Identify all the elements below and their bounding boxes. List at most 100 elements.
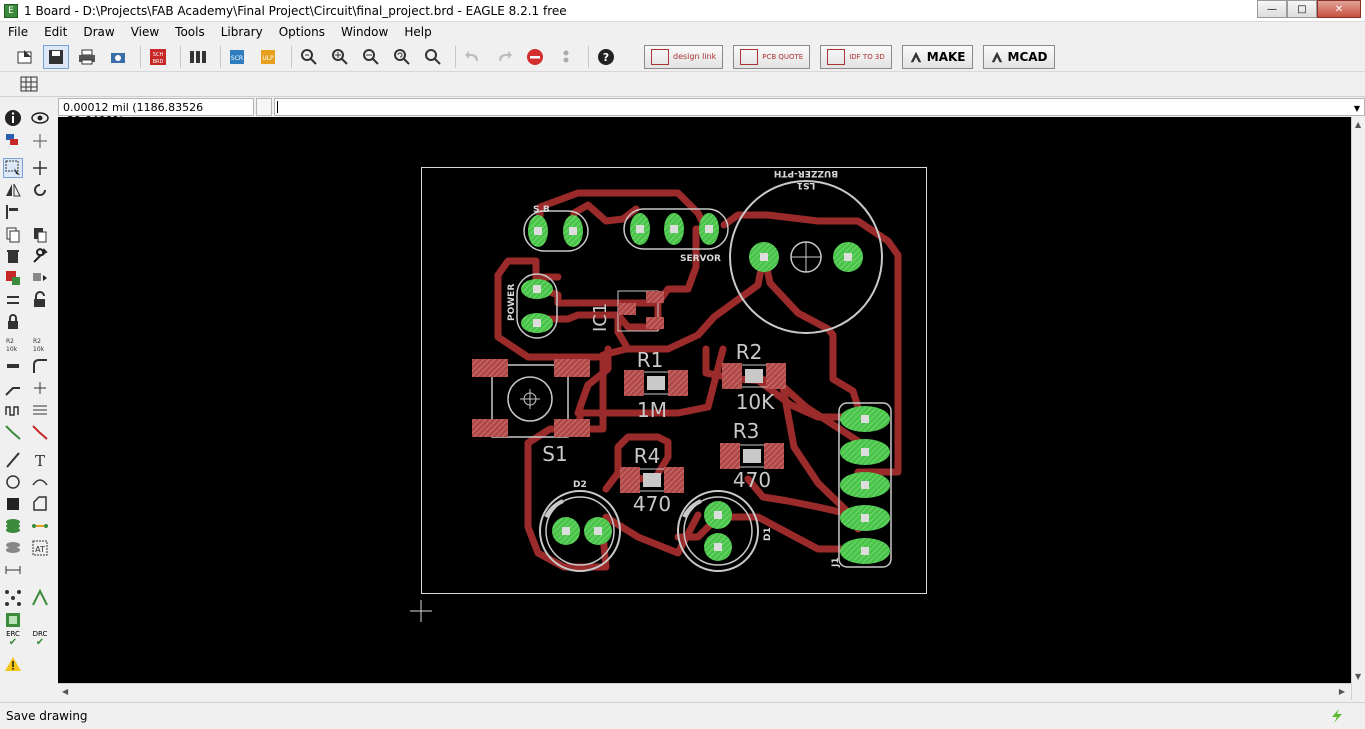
- maximize-button[interactable]: □: [1287, 0, 1317, 18]
- drc-button[interactable]: DRC✔: [30, 629, 50, 649]
- design-link-button[interactable]: design link: [644, 44, 724, 69]
- replace-button[interactable]: [30, 268, 50, 288]
- grid-button[interactable]: [16, 72, 42, 96]
- zoom-in-button[interactable]: [327, 45, 353, 69]
- menu-options[interactable]: Options: [278, 25, 326, 39]
- erc-button[interactable]: ERC✔: [3, 629, 23, 649]
- auto-button[interactable]: [3, 610, 23, 630]
- add-button[interactable]: [3, 268, 23, 288]
- paste-button[interactable]: [30, 224, 50, 244]
- arc-button[interactable]: [30, 472, 50, 492]
- menu-tools[interactable]: Tools: [175, 25, 205, 39]
- route-button[interactable]: [3, 422, 23, 442]
- close-button[interactable]: ✕: [1317, 0, 1361, 18]
- miter-button[interactable]: [30, 356, 50, 376]
- wire-button[interactable]: [3, 450, 23, 470]
- stop-button[interactable]: [522, 45, 548, 69]
- zoom-out-button[interactable]: [358, 45, 384, 69]
- scroll-down-icon[interactable]: ▼: [1355, 672, 1362, 681]
- display-button[interactable]: [3, 131, 23, 151]
- j1-component[interactable]: J1: [831, 402, 892, 568]
- script-button[interactable]: SCR: [225, 45, 251, 69]
- rotate-button[interactable]: [30, 180, 50, 200]
- via-button[interactable]: [3, 516, 23, 536]
- circle-button[interactable]: [3, 472, 23, 492]
- buzzer-component[interactable]: BUZZER-PTH LS1: [729, 168, 883, 334]
- sb-component[interactable]: S.B: [523, 205, 589, 252]
- change-button[interactable]: [30, 246, 50, 266]
- idf-button[interactable]: IDF TO 3D: [820, 44, 892, 69]
- library-button[interactable]: [185, 45, 211, 69]
- undo-button[interactable]: [460, 45, 486, 69]
- select-button[interactable]: [3, 158, 23, 178]
- s1-component[interactable]: S1: [472, 359, 590, 466]
- r2-component[interactable]: R2 10K: [722, 340, 786, 414]
- lock-unlock-button[interactable]: [30, 290, 50, 310]
- menu-window[interactable]: Window: [341, 25, 389, 39]
- scroll-left-icon[interactable]: ◀: [62, 687, 69, 696]
- menu-file[interactable]: File: [8, 25, 29, 39]
- menu-draw[interactable]: Draw: [83, 25, 115, 39]
- r4-component[interactable]: R4 470: [620, 444, 684, 516]
- ic1-component[interactable]: IC1: [590, 290, 664, 332]
- text-button[interactable]: T: [30, 450, 50, 470]
- scroll-up-icon[interactable]: ▲: [1355, 120, 1362, 129]
- d1-component[interactable]: D1: [677, 490, 773, 572]
- zoom-select-button[interactable]: [420, 45, 446, 69]
- pcb-quote-button[interactable]: PCB QUOTE: [733, 44, 811, 69]
- ratsnest-button[interactable]: [3, 588, 23, 608]
- delete-button[interactable]: [3, 246, 23, 266]
- lines-button[interactable]: [30, 400, 50, 420]
- polygon-button[interactable]: [30, 494, 50, 514]
- ripup-button[interactable]: [30, 422, 50, 442]
- signal-button[interactable]: [30, 516, 50, 536]
- vertical-scrollbar[interactable]: ▲ ▼: [1351, 117, 1365, 700]
- autorouter-button[interactable]: [30, 588, 50, 608]
- help-button[interactable]: ?: [593, 45, 619, 69]
- hole-button[interactable]: [3, 538, 23, 558]
- make-button[interactable]: MAKE: [901, 44, 973, 69]
- d2-component[interactable]: D2: [539, 480, 621, 572]
- save-button[interactable]: [43, 44, 69, 69]
- minimize-button[interactable]: —: [1257, 0, 1287, 18]
- move-button[interactable]: [30, 158, 50, 178]
- optimize-button[interactable]: [30, 378, 50, 398]
- menu-view[interactable]: View: [130, 25, 160, 39]
- zoom-fit-button[interactable]: [296, 45, 322, 69]
- horizontal-scrollbar[interactable]: ◀ ▶: [58, 683, 1351, 700]
- lock-button[interactable]: [3, 312, 23, 332]
- power-component[interactable]: POWER: [507, 273, 558, 339]
- print-button[interactable]: [74, 45, 100, 69]
- info-button[interactable]: [3, 108, 23, 128]
- meander-button[interactable]: [3, 400, 23, 420]
- open-button[interactable]: [12, 45, 38, 69]
- redo-button[interactable]: [491, 45, 517, 69]
- copy-button[interactable]: [3, 224, 23, 244]
- mcad-button[interactable]: MCAD: [982, 44, 1055, 69]
- smash-button[interactable]: [3, 356, 23, 376]
- rect-button[interactable]: [3, 494, 23, 514]
- menu-help[interactable]: Help: [404, 25, 432, 39]
- split-button[interactable]: [3, 378, 23, 398]
- mark-button[interactable]: [30, 131, 50, 151]
- zoom-redraw-button[interactable]: [389, 45, 415, 69]
- r1-component[interactable]: R1 1M: [624, 348, 688, 422]
- r3-component[interactable]: R3 470: [720, 419, 784, 492]
- menu-library[interactable]: Library: [220, 25, 263, 39]
- mirror-button[interactable]: [3, 180, 23, 200]
- errors-button[interactable]: [3, 654, 23, 674]
- scroll-right-icon[interactable]: ▶: [1338, 687, 1345, 696]
- show-button[interactable]: [30, 108, 50, 128]
- align-button[interactable]: [3, 202, 23, 222]
- cam-button[interactable]: [105, 45, 131, 69]
- servor-component[interactable]: SERVOR: [623, 208, 729, 264]
- lightning-icon[interactable]: [1329, 708, 1345, 724]
- board-canvas[interactable]: S.B SERVOR BUZZER-PTH LS1: [58, 117, 1351, 683]
- menu-edit[interactable]: Edit: [44, 25, 68, 39]
- attribute-button[interactable]: AT: [30, 538, 50, 558]
- swap-button[interactable]: [3, 290, 23, 310]
- chevron-down-icon[interactable]: ▼: [1353, 104, 1360, 113]
